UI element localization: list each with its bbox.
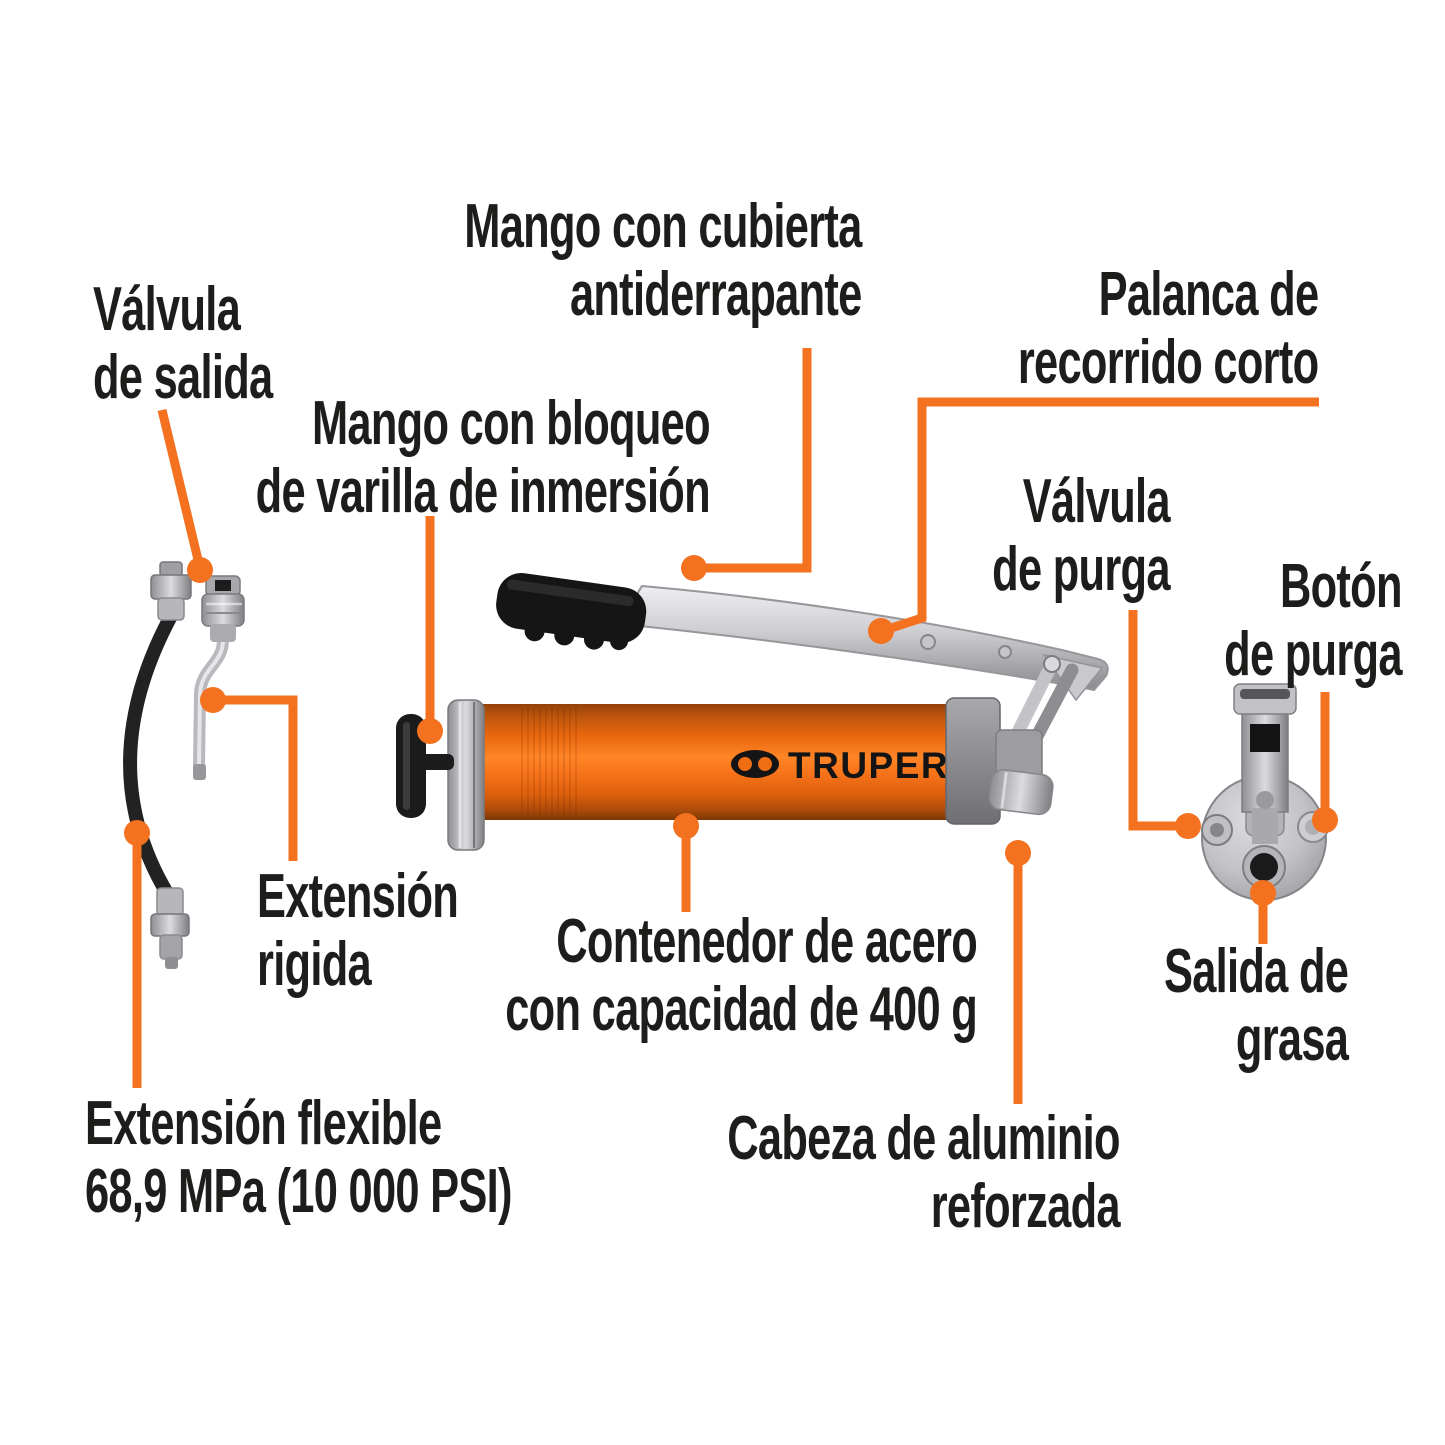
label-contenedor: Contenedor de acero con capacidad de 400… bbox=[505, 907, 978, 1044]
label-mango-con-cubierta: Mango con cubierta antiderrapante bbox=[464, 192, 863, 329]
grease-outlet-hole bbox=[1242, 845, 1286, 889]
lever-rivet bbox=[998, 645, 1012, 659]
leader-mango-cubierta bbox=[700, 348, 812, 573]
label-boton-de-purga: Botón de purga bbox=[1224, 552, 1402, 689]
barrel-knurling bbox=[521, 708, 577, 816]
leader-dots bbox=[124, 555, 1338, 906]
rigid-extension bbox=[193, 575, 245, 780]
label-cabeza-aluminio: Cabeza de aluminio reforzada bbox=[727, 1104, 1120, 1241]
leader-valvula-purga bbox=[1128, 610, 1186, 831]
label-salida-de-grasa: Salida de grasa bbox=[1163, 937, 1349, 1074]
truper-logo: TRUPER bbox=[731, 745, 949, 786]
purge-valve-lever bbox=[1233, 683, 1297, 844]
flexible-top-fitting bbox=[150, 561, 192, 621]
flexible-bottom-fitting bbox=[150, 887, 190, 969]
label-mango-con-bloqueo: Mango con bloqueo de varilla de inmersió… bbox=[255, 389, 711, 526]
leader-extension-rigida bbox=[214, 695, 298, 861]
leader-palanca bbox=[883, 397, 1319, 635]
plunger-t-handle bbox=[396, 714, 454, 818]
leader-valvula-salida bbox=[157, 408, 205, 570]
label-valvula-de-salida: Válvula de salida bbox=[93, 275, 273, 412]
lever-rivet bbox=[920, 634, 936, 650]
truper-logo-text: TRUPER bbox=[788, 745, 949, 786]
leader-lines bbox=[132, 348, 1330, 1104]
flexible-extension bbox=[123, 561, 192, 969]
barrel bbox=[466, 704, 960, 820]
label-palanca: Palanca de recorrido corto bbox=[1017, 260, 1318, 397]
rigid-tip bbox=[193, 764, 206, 780]
label-extension-rigida: Extensión rigida bbox=[257, 862, 459, 999]
grease-gun-side-view: TRUPER bbox=[396, 573, 1109, 851]
outlet-nub bbox=[988, 769, 1054, 816]
label-extension-flexible: Extensión flexible 68,9 MPa (10 000 PSI) bbox=[85, 1089, 512, 1226]
label-valvula-de-purga: Válvula de purga bbox=[992, 467, 1170, 604]
handle-grip bbox=[496, 573, 647, 651]
rear-end-cap bbox=[447, 699, 485, 851]
head-end-view bbox=[1201, 683, 1329, 901]
rigid-coupler bbox=[201, 575, 245, 642]
